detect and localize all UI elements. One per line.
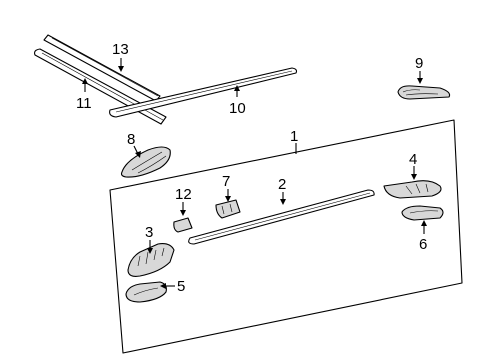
- callout-6: 6: [419, 236, 427, 253]
- callout-4: 4: [409, 151, 417, 168]
- arrow-12: [180, 210, 186, 216]
- callout-9: 9: [415, 55, 423, 72]
- arrow-3: [147, 248, 153, 254]
- part-2-crossbar: [188, 189, 375, 245]
- callout-12: 12: [175, 186, 192, 203]
- arrow-9: [417, 78, 423, 84]
- callout-8: 8: [127, 131, 135, 148]
- arrow-11: [82, 78, 88, 84]
- arrow-4: [411, 174, 417, 180]
- callout-3: 3: [145, 224, 153, 241]
- callout-1: 1: [290, 128, 298, 145]
- leader-lines: [82, 58, 427, 289]
- part-4-bracket: [383, 180, 442, 199]
- arrow-10: [234, 85, 240, 91]
- arrow-2: [280, 199, 286, 205]
- part-9-end-cap: [397, 85, 451, 100]
- callout-10: 10: [229, 100, 246, 117]
- part-5-pad: [125, 281, 167, 303]
- part-12-clip: [173, 217, 193, 233]
- callout-13: 13: [112, 41, 129, 58]
- callout-5: 5: [177, 278, 185, 295]
- arrow-8: [135, 151, 141, 158]
- part-8-end-cap: [120, 146, 171, 178]
- arrow-13: [118, 66, 124, 72]
- assembly-1-box: [109, 119, 463, 354]
- callout-7: 7: [222, 173, 230, 190]
- arrow-7: [225, 196, 231, 202]
- callout-2: 2: [278, 176, 286, 193]
- part-10-crossbar: [109, 67, 298, 118]
- part-11-rail: [34, 48, 167, 125]
- part-3-bracket: [127, 243, 175, 277]
- part-6-pad: [401, 205, 444, 221]
- callout-11: 11: [76, 95, 92, 112]
- arrow-6: [421, 220, 427, 226]
- part-7-clip: [215, 199, 241, 219]
- arrow-5: [160, 283, 166, 289]
